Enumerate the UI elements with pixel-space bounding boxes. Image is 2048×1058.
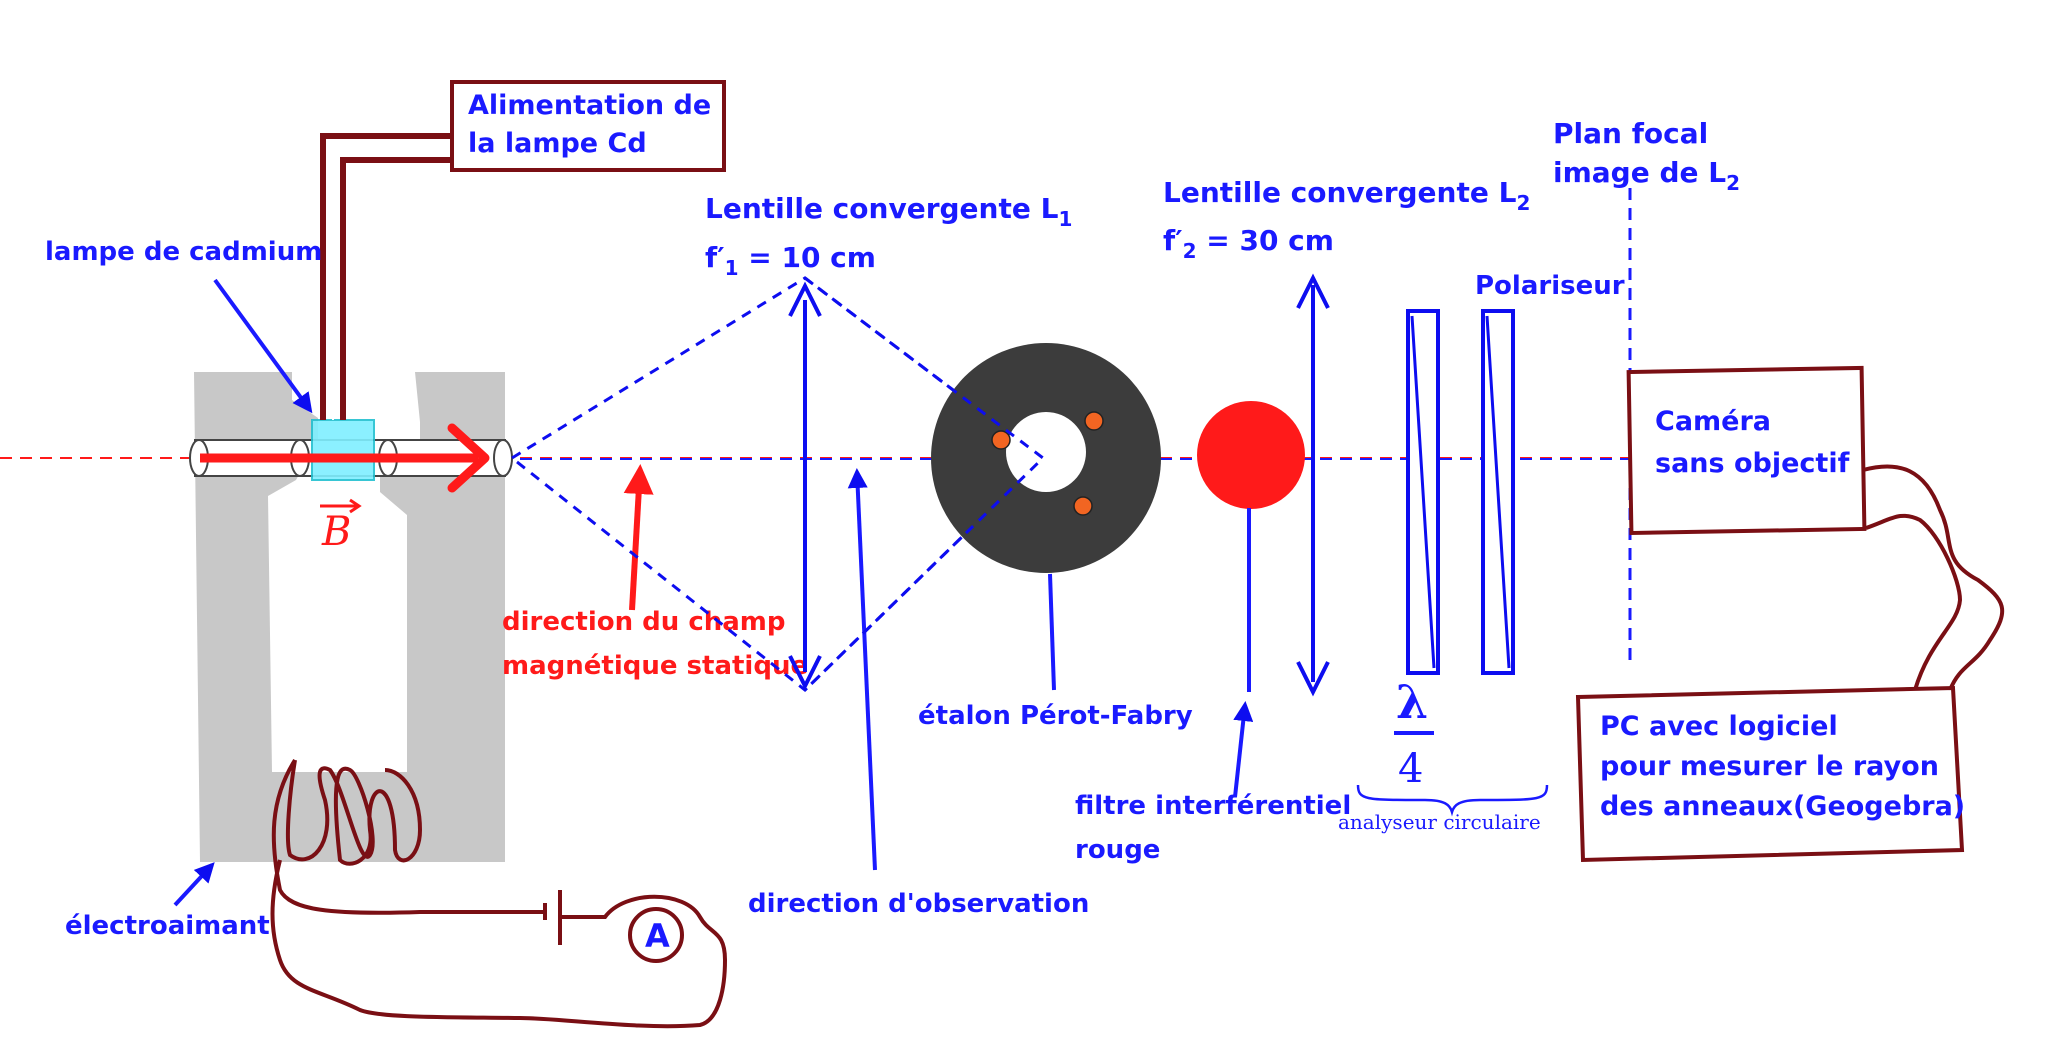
observation-label: direction d'observation bbox=[748, 889, 1089, 919]
lens-l1 bbox=[511, 276, 1046, 692]
usb-cable bbox=[1862, 464, 2005, 691]
electroaimant-pointer bbox=[173, 862, 215, 907]
etalon-label: étalon Pérot-Fabry bbox=[918, 701, 1193, 731]
lampe-pointer bbox=[213, 278, 313, 414]
polariser bbox=[1481, 309, 1515, 675]
camera-label-1: Caméra bbox=[1655, 406, 1771, 437]
filtre-label-1: filtre interférentiel bbox=[1075, 791, 1351, 821]
electroaimant-label: électroaimant bbox=[65, 911, 270, 941]
pc-label-3: des anneaux(Geogebra) bbox=[1600, 791, 1965, 822]
etalon-pointer bbox=[1048, 573, 1056, 691]
lentille2-title: Lentille convergente L2 bbox=[1163, 176, 1530, 215]
champ-label-2: magnétique statique bbox=[502, 651, 808, 681]
field-arrowhead bbox=[447, 423, 490, 493]
f2-label: f′2 = 30 cm bbox=[1163, 224, 1334, 263]
camera-label-2: sans objectif bbox=[1655, 448, 1850, 479]
lamp-power-wires bbox=[320, 133, 450, 420]
lens-l2 bbox=[1296, 273, 1330, 697]
pc-label-1: PC avec logiciel bbox=[1600, 711, 1838, 742]
lambda-label: λ bbox=[1396, 675, 1428, 729]
filtre-label-2: rouge bbox=[1075, 835, 1160, 865]
f1-label: f′1 = 10 cm bbox=[705, 241, 876, 280]
champ-pointer bbox=[623, 464, 654, 611]
analyseur-brace bbox=[1356, 784, 1549, 817]
plan-label-2: image de L2 bbox=[1553, 156, 1740, 195]
quarter-wave-plate bbox=[1406, 309, 1440, 675]
observation-pointer bbox=[847, 468, 877, 871]
alimentation-label-2: la lampe Cd bbox=[468, 128, 647, 159]
electromagnet bbox=[194, 372, 505, 862]
field-symbol-text: B bbox=[321, 509, 351, 555]
filtre-pointer bbox=[1233, 701, 1254, 798]
cadmium-lamp bbox=[311, 419, 375, 481]
lampe-label: lampe de cadmium bbox=[45, 237, 322, 267]
lentille1-title: Lentille convergente L1 bbox=[705, 192, 1072, 231]
analyseur-label: analyseur circulaire bbox=[1338, 810, 1541, 834]
alimentation-label-1: Alimentation de bbox=[468, 90, 711, 121]
ammeter: A bbox=[628, 907, 684, 963]
pc-box: PC avec logiciel pour mesurer le rayon d… bbox=[1575, 685, 1965, 863]
plan-label-1: Plan focal bbox=[1553, 117, 1708, 150]
field-symbol: B bbox=[320, 498, 362, 555]
ammeter-label: A bbox=[645, 917, 670, 955]
alimentation-box: Alimentation de la lampe Cd bbox=[450, 80, 726, 172]
polariseur-label: Polariseur bbox=[1475, 271, 1625, 301]
four-label: 4 bbox=[1398, 746, 1423, 792]
camera: Caméra sans objectif bbox=[1626, 365, 1867, 536]
coil-wire bbox=[270, 758, 728, 1029]
pc-label-2: pour mesurer le rayon bbox=[1600, 751, 1939, 782]
etalon bbox=[931, 343, 1161, 573]
red-filter bbox=[1197, 401, 1305, 509]
champ-label-1: direction du champ bbox=[502, 607, 786, 637]
